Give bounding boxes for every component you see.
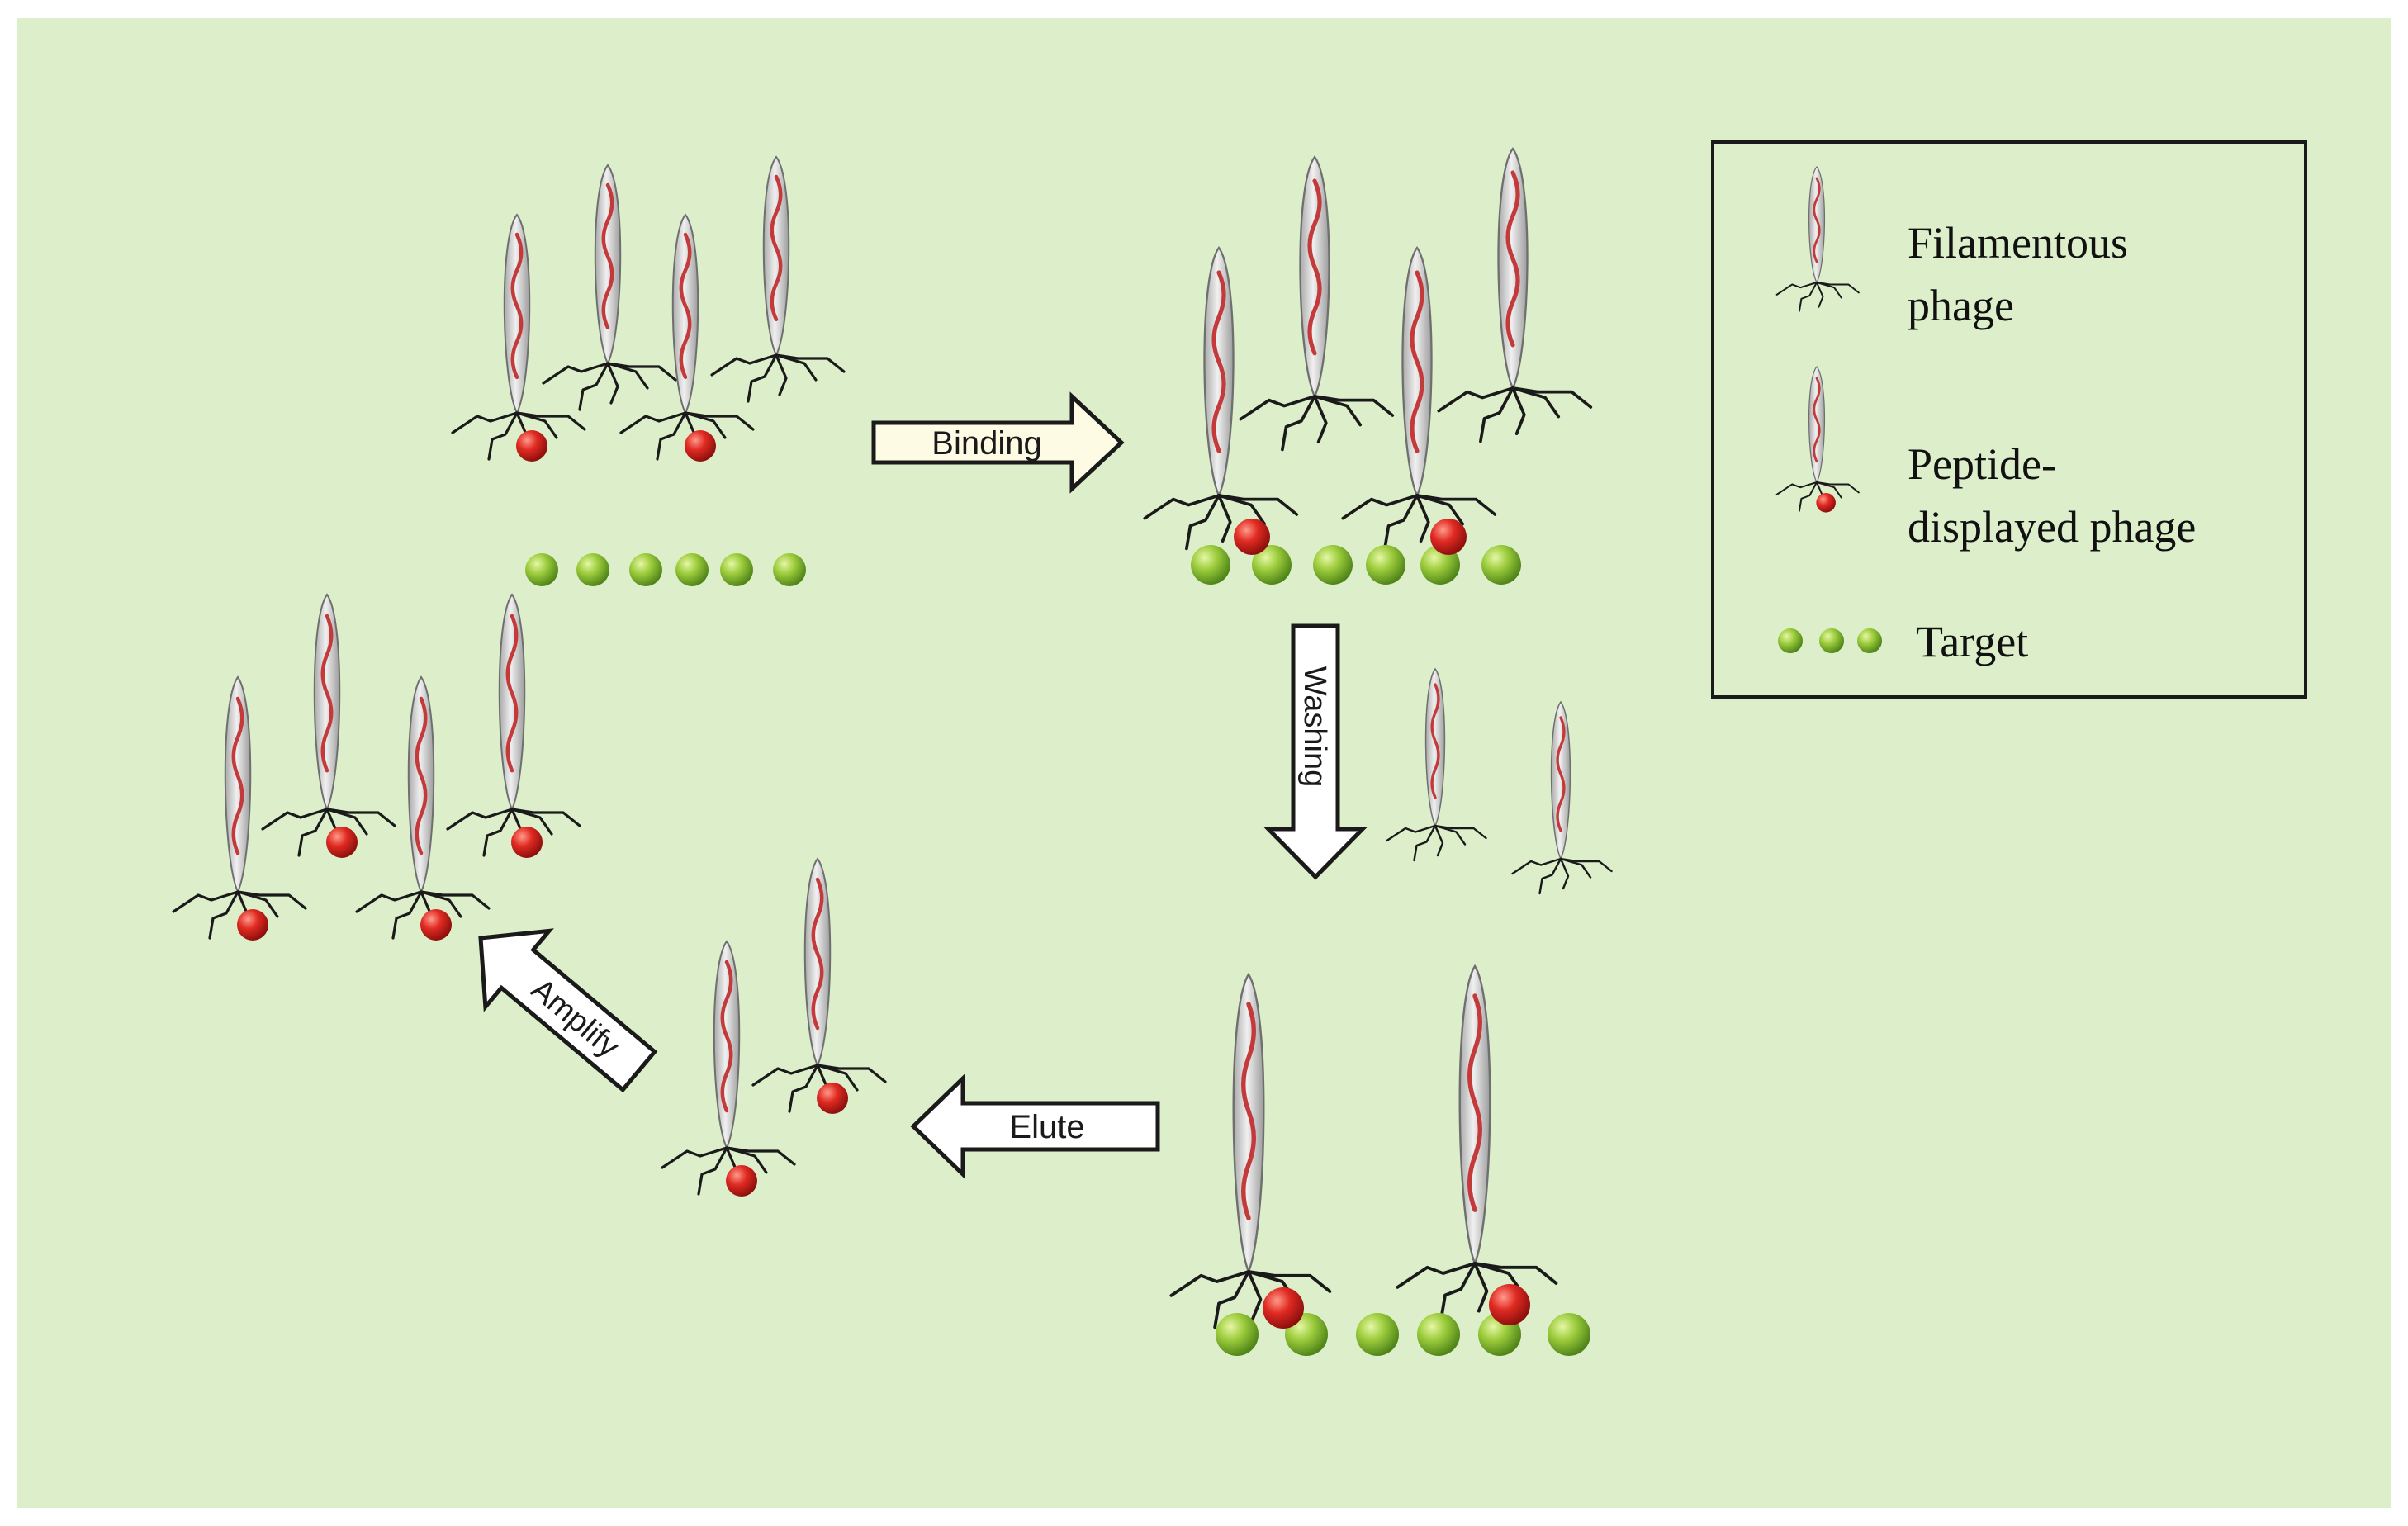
bound-peptide-sphere-icon bbox=[1489, 1284, 1530, 1325]
legend-target-label: Target bbox=[1916, 617, 2028, 666]
peptide-sphere-icon bbox=[420, 909, 452, 941]
target-sphere-icon bbox=[629, 553, 662, 586]
peptide-sphere-icon bbox=[516, 430, 547, 462]
peptide-displayed-phage-icon bbox=[446, 593, 581, 858]
legend-peptide-line2: displayed phage bbox=[1908, 502, 2196, 552]
filamentous-phage-icon bbox=[1143, 246, 1299, 551]
target-sphere-icon bbox=[1356, 1313, 1399, 1356]
filamentous-phage-icon bbox=[1386, 667, 1487, 862]
peptide-displayed-phage-icon bbox=[751, 857, 887, 1114]
legend-filamentous-line2: phage bbox=[1908, 281, 2014, 330]
binding-arrow: Binding bbox=[871, 391, 1125, 494]
target-sphere-icon bbox=[1778, 628, 1803, 653]
filamentous-phage-icon bbox=[1511, 700, 1613, 895]
target-sphere-icon bbox=[1417, 1313, 1460, 1356]
bound-peptide-sphere-icon bbox=[1263, 1287, 1304, 1329]
legend-filamentous-line1: Filamentous bbox=[1908, 218, 2128, 268]
peptide-displayed-phage-icon bbox=[661, 940, 796, 1197]
peptide-sphere-icon bbox=[685, 430, 716, 462]
binding-label: Binding bbox=[931, 425, 1041, 462]
target-sphere-icon bbox=[1857, 628, 1882, 653]
target-sphere-icon bbox=[720, 553, 753, 586]
target-sphere-icon bbox=[1313, 545, 1353, 585]
peptide-sphere-icon bbox=[817, 1083, 848, 1114]
washing-label: Washing bbox=[1297, 666, 1332, 787]
stage-retained-phage bbox=[1169, 964, 1590, 1356]
filamentous-phage-icon bbox=[1437, 147, 1593, 443]
filamentous-phage-icon bbox=[1775, 166, 1860, 312]
stage-eluted-phage bbox=[661, 857, 887, 1197]
target-sphere-icon bbox=[1481, 545, 1521, 585]
legend-box bbox=[1711, 140, 2307, 699]
peptide-sphere-icon bbox=[326, 827, 358, 858]
target-sphere-icon bbox=[525, 553, 558, 586]
filamentous-phage-icon bbox=[1341, 246, 1497, 551]
target-sphere-icon bbox=[1420, 545, 1460, 585]
stage-bound-phage bbox=[1143, 147, 1593, 585]
stage-washed-away-phage bbox=[1386, 667, 1613, 895]
peptide-sphere-icon bbox=[511, 827, 543, 858]
target-sphere-icon bbox=[1548, 1313, 1590, 1356]
peptide-displayed-phage-icon bbox=[451, 213, 586, 462]
stage-amplified-phage bbox=[172, 593, 581, 941]
target-sphere-icon bbox=[1191, 545, 1230, 585]
filamentous-phage-icon bbox=[710, 155, 846, 403]
washing-arrow: Washing bbox=[1263, 623, 1368, 880]
bound-peptide-sphere-icon bbox=[1430, 519, 1467, 555]
filamentous-phage-icon bbox=[1239, 155, 1395, 452]
peptide-displayed-phage-icon bbox=[261, 593, 396, 858]
target-sphere-icon bbox=[576, 553, 609, 586]
peptide-displayed-phage-icon bbox=[619, 213, 755, 462]
target-sphere-icon bbox=[1819, 628, 1844, 653]
elute-arrow: Elute bbox=[910, 1073, 1160, 1179]
target-sphere-icon bbox=[1252, 545, 1292, 585]
legend-icons bbox=[1775, 166, 1882, 653]
target-sphere-icon bbox=[1366, 545, 1405, 585]
target-sphere-icon bbox=[773, 553, 806, 586]
stage-start-phage-library bbox=[451, 155, 846, 586]
filamentous-phage-icon bbox=[1169, 972, 1332, 1329]
bound-peptide-sphere-icon bbox=[1234, 519, 1270, 555]
peptide-sphere-icon bbox=[726, 1165, 757, 1197]
filamentous-phage-icon bbox=[542, 164, 677, 411]
peptide-displayed-phage-icon bbox=[1775, 366, 1860, 513]
legend: Filamentous phage Peptide- displayed pha… bbox=[1711, 140, 2307, 699]
elute-label: Elute bbox=[1009, 1109, 1084, 1145]
peptide-displayed-phage-icon bbox=[172, 675, 307, 941]
peptide-displayed-phage-icon bbox=[355, 675, 491, 941]
target-sphere-icon bbox=[675, 553, 709, 586]
target-sphere-icon bbox=[1216, 1313, 1259, 1356]
legend-peptide-line1: Peptide- bbox=[1908, 439, 2056, 489]
peptide-sphere-icon bbox=[237, 909, 268, 941]
peptide-sphere-icon bbox=[1816, 493, 1836, 513]
